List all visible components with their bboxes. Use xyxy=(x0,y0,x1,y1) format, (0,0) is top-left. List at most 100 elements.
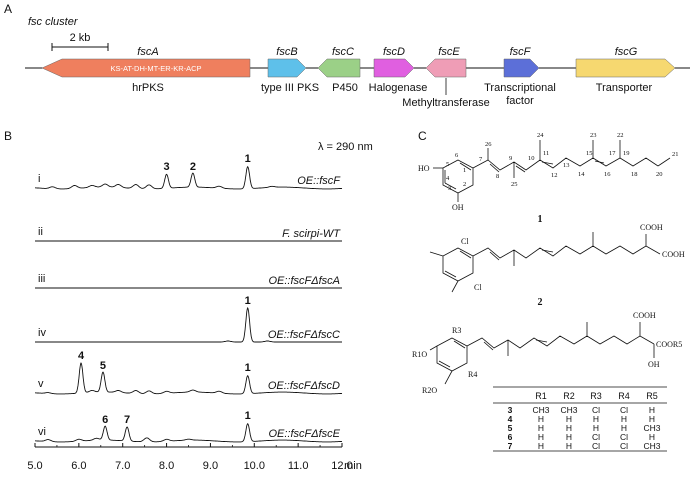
structure-compound-1: HO OH 1 2 3 4 5 6 7 8 9 10 11 1 xyxy=(418,132,679,225)
table-cell: CH3 xyxy=(532,405,549,415)
peak-label-2: 2 xyxy=(190,161,196,173)
gene-fscF-arrow xyxy=(503,58,540,78)
table-cell: Cl xyxy=(592,441,600,451)
structure-compound-2: Cl Cl COOH COOH 2 xyxy=(429,223,685,308)
peak-label-5: 5 xyxy=(100,360,106,372)
generic-coor5-label: COOR5 xyxy=(656,340,682,349)
gene-fscB-arrow xyxy=(267,58,307,78)
table-cell: CH3 xyxy=(643,441,660,451)
peak-label-1: 1 xyxy=(245,410,251,422)
peak-label-1: 1 xyxy=(245,295,251,307)
atom-num-22: 22 xyxy=(617,132,624,139)
table-header-cell: R3 xyxy=(590,391,602,401)
table-cell: H xyxy=(649,405,655,415)
compound1-oh-label: OH xyxy=(452,203,464,212)
compound-2-label: 2 xyxy=(538,297,543,308)
panel-a: A fsc cluster 2 kb KS-AT-DH-MT-ER-KR-ACP… xyxy=(4,2,690,109)
atom-num-5: 5 xyxy=(446,161,449,168)
gene-fscF-label-line1: Transcriptional xyxy=(484,82,556,94)
gene-fscD-arrow xyxy=(373,58,415,78)
atom-num-11: 11 xyxy=(543,150,549,157)
compound1-ho-label: HO xyxy=(418,164,430,173)
generic-r4-label: R4 xyxy=(468,370,477,379)
trace-id-vi: vi xyxy=(38,426,46,438)
table-cell: 6 xyxy=(508,432,513,442)
panel-c-letter: C xyxy=(418,129,427,143)
table-header-cell: R1 xyxy=(535,391,547,401)
table-cell: H xyxy=(621,414,627,424)
gene-fscC-label: P450 xyxy=(332,82,358,94)
compound-1-label: 1 xyxy=(538,214,543,225)
trace-label-iii: OE::fscFΔfscA xyxy=(268,275,340,287)
chromatogram-i xyxy=(35,165,343,190)
trace-id-iii: iii xyxy=(38,273,45,285)
gene-fscE-label: Methyltransferase xyxy=(402,97,489,109)
chromatogram-vi xyxy=(35,422,343,443)
gene-fscG: fscG Transporter xyxy=(575,46,676,94)
atom-num-23: 23 xyxy=(590,132,597,139)
atom-num-18: 18 xyxy=(631,171,638,178)
gene-fscD-name: fscD xyxy=(383,46,405,58)
table-cell: 7 xyxy=(508,441,513,451)
scale-bar: 2 kb xyxy=(51,32,109,51)
generic-oh-label: OH xyxy=(648,360,660,369)
panel-c: C HO OH 1 2 3 xyxy=(412,129,685,452)
table-header-cell: R5 xyxy=(646,391,658,401)
table-cell: H xyxy=(538,432,544,442)
peak-label-3: 3 xyxy=(164,161,170,173)
table-cell: 5 xyxy=(508,423,513,433)
table-header-cell: R4 xyxy=(618,391,630,401)
table-cell: H xyxy=(566,432,572,442)
panel-b-letter: B xyxy=(4,129,12,143)
generic-r1o-label: R1O xyxy=(412,350,427,359)
table-header-cell: R2 xyxy=(563,391,575,401)
gene-fscD-label: Halogenase xyxy=(369,82,428,94)
table-cell: H xyxy=(566,423,572,433)
panel-a-letter: A xyxy=(4,2,12,16)
atom-num-13: 13 xyxy=(563,162,570,169)
gene-fscE-name: fscE xyxy=(438,46,460,58)
scale-bar-label: 2 kb xyxy=(70,32,91,44)
table-cell: CH3 xyxy=(643,423,660,433)
table-cell: H xyxy=(538,414,544,424)
gene-fscC: fscC P450 xyxy=(317,46,361,94)
generic-cooh-label: COOH xyxy=(633,311,656,320)
table-cell: 3 xyxy=(508,405,513,415)
atom-num-17: 17 xyxy=(609,150,616,157)
generic-r3-label: R3 xyxy=(452,326,461,335)
atom-num-9: 9 xyxy=(509,155,512,162)
trace-label-vi: OE::fscFΔfscE xyxy=(268,428,340,440)
atom-num-21: 21 xyxy=(672,151,679,158)
gene-fscB-label: type III PKS xyxy=(261,82,319,94)
atom-num-20: 20 xyxy=(656,171,663,178)
x-tick-label: 7.0 xyxy=(115,460,130,472)
table-cell: H xyxy=(593,414,599,424)
atom-num-8: 8 xyxy=(496,173,499,180)
peak-label-1: 1 xyxy=(245,153,251,165)
peak-label-7: 7 xyxy=(124,414,130,426)
trace-id-v: v xyxy=(38,378,44,390)
atom-num-15: 15 xyxy=(586,150,593,157)
atom-num-16: 16 xyxy=(604,171,611,178)
table-cell: H xyxy=(538,441,544,451)
trace-label-v: OE::fscFΔfscD xyxy=(268,380,340,392)
table-cell: H xyxy=(649,432,655,442)
atom-num-24: 24 xyxy=(537,132,544,139)
trace-id-i: i xyxy=(38,173,40,185)
atom-num-4: 4 xyxy=(446,175,450,182)
atom-num-14: 14 xyxy=(578,171,585,178)
atom-num-2: 2 xyxy=(463,181,466,188)
chromatogram-v xyxy=(35,362,343,395)
gene-fscA-label: hrPKS xyxy=(132,82,164,94)
gene-fscG-name: fscG xyxy=(615,46,638,58)
table-cell: H xyxy=(649,414,655,424)
atom-num-6: 6 xyxy=(455,152,459,159)
gene-fscF: fscF Transcriptional factor xyxy=(484,46,556,107)
gene-fscC-name: fscC xyxy=(332,46,354,58)
atom-num-26: 26 xyxy=(485,141,492,148)
trace-label-i: OE::fscF xyxy=(297,175,341,187)
